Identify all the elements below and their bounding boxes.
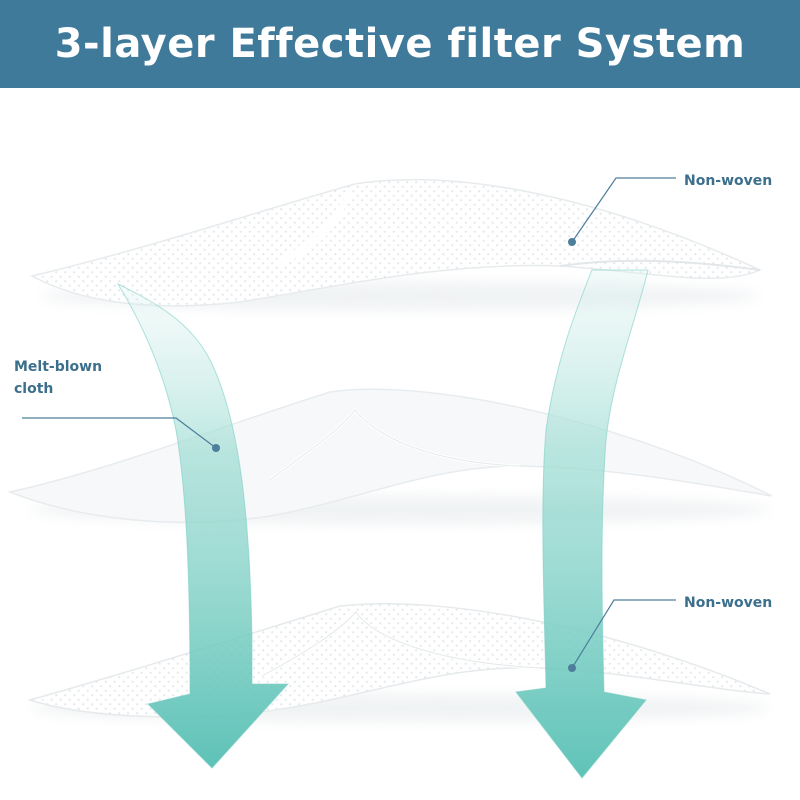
filter-layers-illustration <box>7 177 773 779</box>
down-arrow-icon <box>116 282 290 769</box>
top-layer-label: Non-woven <box>684 173 773 189</box>
bottom-layer-callout <box>568 599 676 672</box>
down-arrow-icon <box>515 269 649 779</box>
middle-layer-callout <box>22 417 220 452</box>
bottom-layer-label: Non-woven <box>684 595 773 611</box>
page-title: 3-layer Effective filter System <box>54 21 746 67</box>
top-layer-callout <box>568 177 676 246</box>
title-banner: 3-layer Effective filter System <box>0 0 800 88</box>
top-non-woven-layer <box>29 178 762 307</box>
middle-layer-label: Melt-blown cloth <box>14 359 103 397</box>
